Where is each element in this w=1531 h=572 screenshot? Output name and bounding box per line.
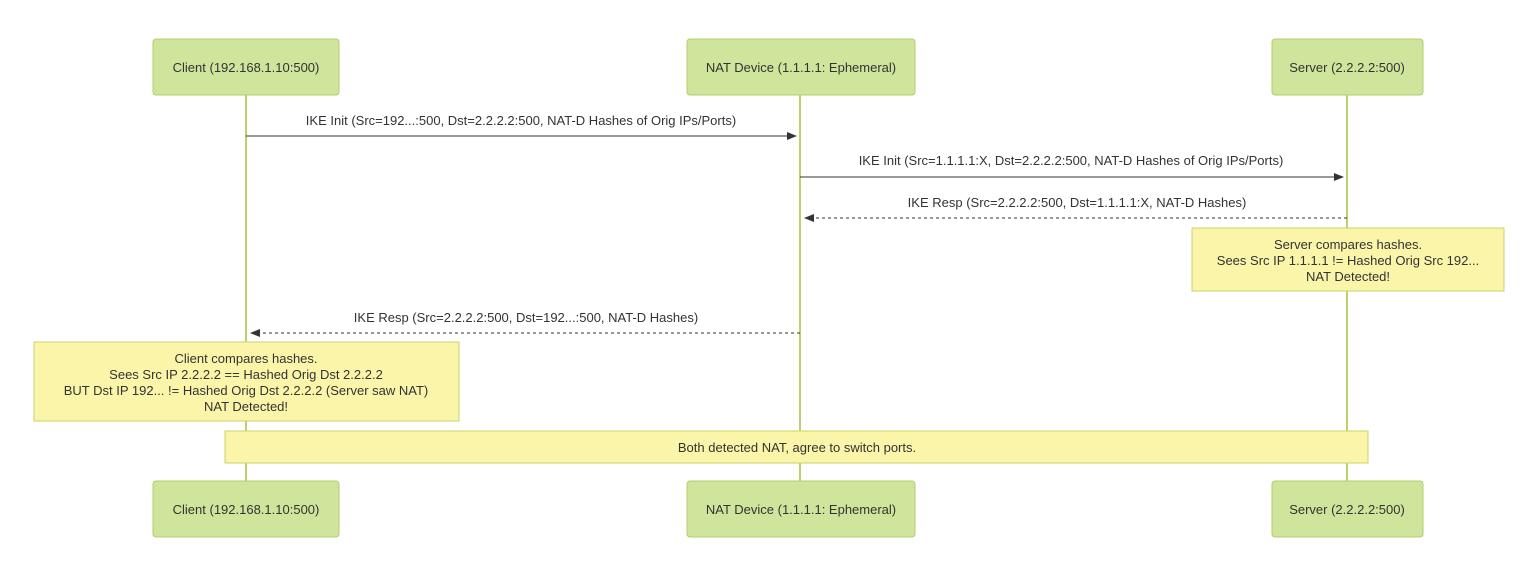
message-ike-resp-server-to-nat: IKE Resp (Src=2.2.2.2:500, Dst=1.1.1.1:X… [804, 195, 1347, 222]
note-line: NAT Detected! [204, 399, 288, 414]
message-ike-init-client-to-nat: IKE Init (Src=192...:500, Dst=2.2.2.2:50… [246, 113, 797, 140]
message-label: IKE Init (Src=1.1.1.1:X, Dst=2.2.2.2:500… [859, 153, 1284, 168]
actor-label: Client (192.168.1.10:500) [173, 502, 320, 517]
actor-client-top: Client (192.168.1.10:500) [152, 38, 340, 96]
note-both-detected: Both detected NAT, agree to switch ports… [224, 430, 1369, 464]
message-label: IKE Resp (Src=2.2.2.2:500, Dst=192...:50… [354, 310, 698, 325]
note-line: Sees Src IP 2.2.2.2 == Hashed Orig Dst 2… [109, 367, 383, 382]
message-label: IKE Init (Src=192...:500, Dst=2.2.2.2:50… [306, 113, 736, 128]
actor-nat-top: NAT Device (1.1.1.1: Ephemeral) [686, 38, 916, 96]
message-label: IKE Resp (Src=2.2.2.2:500, Dst=1.1.1.1:X… [908, 195, 1247, 210]
note-line: Client compares hashes. [174, 351, 317, 366]
note-line: BUT Dst IP 192... != Hashed Orig Dst 2.2… [64, 383, 429, 398]
note-line: Sees Src IP 1.1.1.1 != Hashed Orig Src 1… [1217, 253, 1479, 268]
note-server-compares: Server compares hashes. Sees Src IP 1.1.… [1191, 227, 1505, 292]
actor-label: Server (2.2.2.2:500) [1289, 502, 1405, 517]
message-ike-resp-nat-to-client: IKE Resp (Src=2.2.2.2:500, Dst=192...:50… [250, 310, 800, 337]
actor-server-top: Server (2.2.2.2:500) [1271, 38, 1424, 96]
actor-label: Client (192.168.1.10:500) [173, 60, 320, 75]
note-line: Both detected NAT, agree to switch ports… [678, 440, 916, 455]
actor-label: NAT Device (1.1.1.1: Ephemeral) [706, 60, 896, 75]
message-ike-init-nat-to-server: IKE Init (Src=1.1.1.1:X, Dst=2.2.2.2:500… [800, 153, 1344, 181]
note-client-compares: Client compares hashes. Sees Src IP 2.2.… [33, 341, 460, 422]
note-line: Server compares hashes. [1274, 237, 1422, 252]
actor-nat-bottom: NAT Device (1.1.1.1: Ephemeral) [686, 480, 916, 538]
actor-label: Server (2.2.2.2:500) [1289, 60, 1405, 75]
actor-label: NAT Device (1.1.1.1: Ephemeral) [706, 502, 896, 517]
actor-client-bottom: Client (192.168.1.10:500) [152, 480, 340, 538]
actor-server-bottom: Server (2.2.2.2:500) [1271, 480, 1424, 538]
note-line: NAT Detected! [1306, 269, 1390, 284]
